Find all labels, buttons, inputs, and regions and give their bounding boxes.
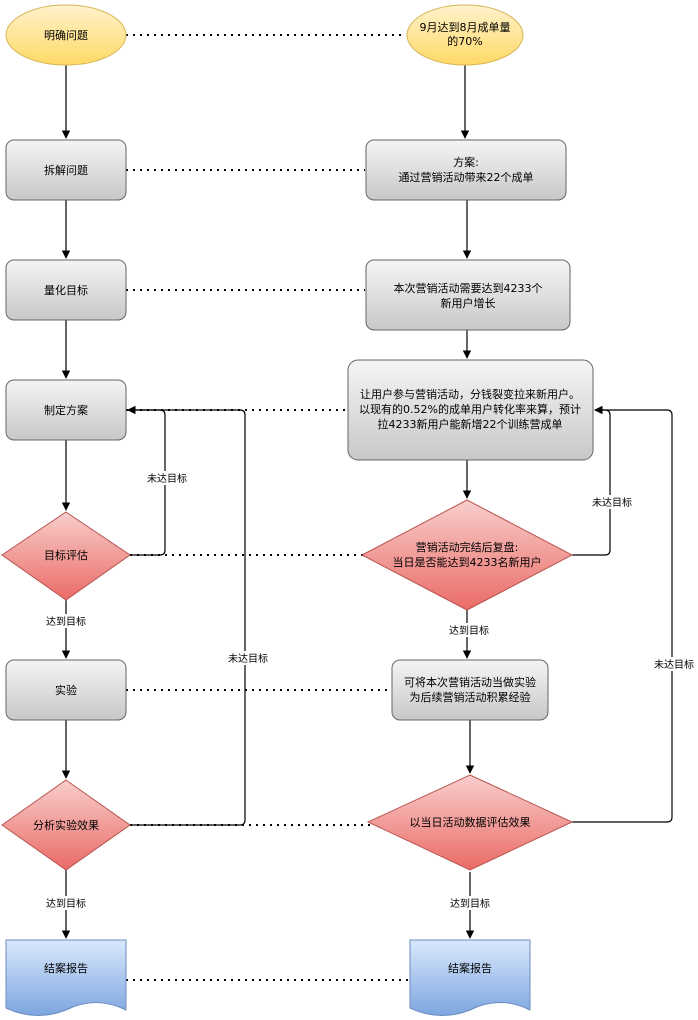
right-target-node: 本次营销活动需要达到4233个 新用户增长: [365, 259, 571, 331]
right-strategy-line-2: 以现有的0.52%的成单用户转化率来算，预计: [359, 402, 581, 416]
left-reached-1-label: 达到目标: [46, 616, 86, 628]
left-quantify-label: 量化目标: [44, 283, 88, 297]
right-loop-2-label: 未达目标: [654, 659, 694, 671]
right-evaluate-label: 以当日活动数据评估效果: [410, 815, 531, 829]
right-goal-line-2: 的70%: [447, 34, 482, 48]
left-clarify-label: 明确问题: [44, 29, 88, 42]
right-report-document: 结案报告: [409, 939, 531, 1016]
left-loop-1-label: 未达目标: [147, 473, 187, 485]
left-clarify-node: 明确问题: [5, 4, 127, 66]
right-review-line-1: 营销活动完结后复盘:: [416, 540, 519, 554]
right-plan-node: 方案: 通过营销活动带来22个成单: [365, 139, 567, 201]
left-quantify-node: 量化目标: [5, 259, 127, 321]
right-strategy-line-1: 让用户参与营销活动，分钱裂变拉来新用户。: [360, 387, 580, 401]
left-analyze-diamond: 分析实验效果: [1, 779, 131, 871]
right-strategy-line-3: 拉4233新用户能新增22个训练营成单: [378, 417, 563, 431]
right-reached-2-label: 达到目标: [450, 898, 490, 910]
left-plan-label: 制定方案: [44, 403, 88, 417]
right-experiment-line-2: 为后续营销活动积累经验: [410, 690, 531, 704]
right-goal-node: 9月达到8月成单量 的70%: [406, 4, 524, 66]
left-decompose-node: 拆解问题: [5, 139, 127, 201]
right-experiment-line-1: 可将本次营销活动当做实验: [404, 675, 536, 689]
right-review-diamond: 营销活动完结后复盘: 当日是否能达到4233名新用户: [360, 499, 574, 611]
left-experiment-label: 实验: [55, 683, 77, 697]
left-loop-2-label: 未达目标: [228, 653, 268, 665]
right-experiment-node: 可将本次营销活动当做实验 为后续营销活动积累经验: [391, 659, 549, 721]
left-reached-2-label: 达到目标: [46, 898, 86, 910]
left-evaluate-diamond: 目标评估: [1, 511, 131, 601]
right-review-line-2: 当日是否能达到4233名新用户: [393, 555, 542, 569]
right-strategy-node: 让用户参与营销活动，分钱裂变拉来新用户。 以现有的0.52%的成单用户转化率来算…: [347, 359, 594, 461]
left-report-label: 结案报告: [44, 961, 88, 975]
edge-labels: 未达目标 达到目标 未达目标 达到目标 未达目标 达到目标 未达目标 达到目标: [42, 471, 698, 910]
right-reached-1-label: 达到目标: [449, 625, 489, 637]
right-target-line-1: 本次营销活动需要达到4233个: [394, 281, 543, 295]
right-plan-line-1: 方案:: [453, 155, 479, 169]
right-evaluate-diamond: 以当日活动数据评估效果: [366, 774, 574, 871]
left-experiment-node: 实验: [5, 659, 127, 721]
right-flow-edges: [460, 65, 673, 939]
right-target-line-2: 新用户增长: [441, 296, 496, 310]
left-plan-node: 制定方案: [5, 379, 127, 441]
right-goal-line-1: 9月达到8月成单量: [420, 21, 511, 34]
right-plan-line-2: 通过营销活动带来22个成单: [399, 170, 534, 184]
right-report-label: 结案报告: [448, 961, 492, 975]
left-evaluate-label: 目标评估: [44, 548, 88, 562]
left-analyze-label: 分析实验效果: [33, 818, 99, 832]
left-decompose-label: 拆解问题: [44, 163, 88, 177]
right-loop-1-label: 未达目标: [592, 497, 632, 509]
left-report-document: 结案报告: [5, 939, 127, 1016]
